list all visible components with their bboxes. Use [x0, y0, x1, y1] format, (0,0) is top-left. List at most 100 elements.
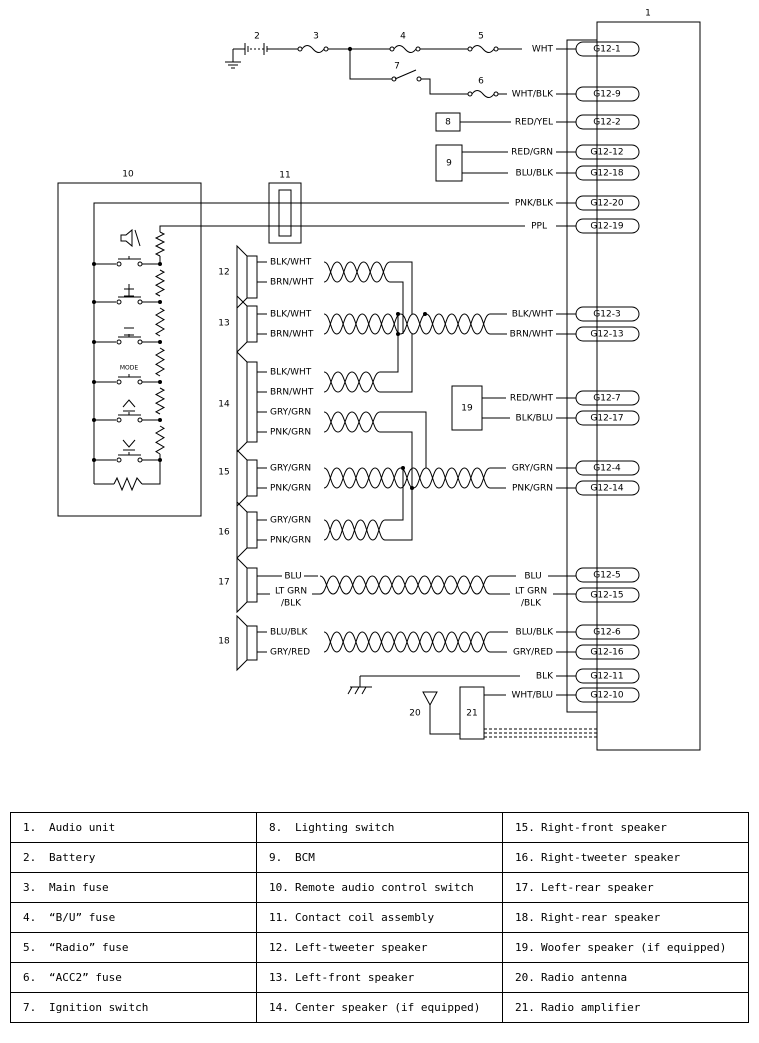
legend-number: 13. — [269, 971, 289, 984]
twisted-pair — [323, 411, 381, 433]
connector-pin-label: G12-13 — [590, 330, 623, 340]
legend-text: Right-rear speaker — [541, 911, 661, 924]
twisted-pair — [323, 371, 381, 393]
legend-text: Left-tweeter speaker — [295, 941, 428, 954]
contact-coil-box — [268, 182, 302, 244]
component-number: 14 — [218, 400, 230, 410]
legend-text: Woofer speaker (if equipped) — [541, 941, 727, 954]
component-number: 16 — [218, 528, 230, 538]
wire-color-label: GRY/GRN — [270, 516, 311, 526]
wire-color-label: BRN/WHT — [270, 330, 314, 340]
legend-number: 14. — [269, 1001, 289, 1014]
legend-text: BCM — [295, 851, 315, 864]
legend-cell: 14.Center speaker (if equipped) — [256, 992, 503, 1023]
component-number: 9 — [446, 159, 452, 169]
switch-contact — [116, 261, 122, 267]
ground-symbol — [347, 686, 353, 695]
legend-cell: 3.Main fuse — [10, 872, 257, 903]
acc2-fuse — [471, 90, 495, 98]
connector-pin-label: G12-16 — [590, 648, 623, 658]
wire-line — [380, 411, 427, 468]
wire-color-label: PNK/BLK — [515, 199, 554, 209]
legend-cell: 15.Right-front speaker — [502, 812, 749, 843]
legend-text: Right-tweeter speaker — [541, 851, 681, 864]
component-number: 4 — [400, 32, 406, 42]
switch-contact — [137, 261, 143, 267]
wire-color-label: PNK/GRN — [512, 484, 553, 494]
pnk-blk-wire — [93, 202, 509, 262]
component-number: 15 — [218, 468, 229, 478]
wire-color-label: BLK — [536, 672, 554, 682]
wire-color-label: RED/WHT — [510, 394, 554, 404]
ppl-wire — [159, 225, 525, 232]
ignition-switch — [394, 69, 417, 80]
seek-up-icon — [122, 399, 136, 412]
legend-number: 4. — [23, 911, 37, 924]
legend-number: 5. — [23, 941, 37, 954]
resistor — [155, 347, 165, 377]
legend-number: 11. — [269, 911, 289, 924]
connector-pin-label: G12-15 — [590, 591, 623, 601]
legend-text: Main fuse — [49, 881, 109, 894]
junction-dot — [92, 340, 96, 344]
connector-pin-label: G12-19 — [590, 222, 623, 232]
wire-color-label: WHT/BLK — [512, 90, 554, 100]
wire-color-label: BRN/WHT — [510, 330, 554, 340]
junction-dot — [158, 300, 162, 304]
wire-color-label: GRY/RED — [270, 648, 310, 658]
ignition-switch — [416, 76, 422, 82]
legend-text: Radio amplifier — [541, 1001, 641, 1014]
switch-contact — [116, 299, 122, 305]
legend-text: Battery — [49, 851, 96, 864]
legend-cell: 11.Contact coil assembly — [256, 902, 503, 933]
bu-fuse — [415, 46, 421, 52]
wire-color-label: BLU/BLK — [516, 169, 555, 179]
switch-contact — [137, 457, 143, 463]
component-number: 8 — [445, 118, 451, 128]
wire-color-label: WHT/BLU — [511, 691, 553, 701]
component-number: 17 — [218, 578, 229, 588]
component-number: 18 — [218, 637, 230, 647]
legend-cell: 17.Left-rear speaker — [502, 872, 749, 903]
speaker-center — [246, 361, 258, 443]
wire-color-label: PNK/GRN — [270, 536, 311, 546]
twisted-pairs — [319, 261, 491, 653]
connector-pin-label: G12-14 — [590, 484, 623, 494]
radio-fuse — [493, 46, 499, 52]
twisted-pair — [323, 411, 381, 433]
speaker-right-tweeter — [246, 511, 258, 549]
bcm-box — [435, 144, 463, 182]
legend-number: 12. — [269, 941, 289, 954]
twisted-pair — [323, 371, 381, 393]
wire-line — [380, 314, 399, 373]
wire-color-label: LT GRN — [515, 587, 547, 597]
legend-text: Left-front speaker — [295, 971, 415, 984]
component-number: 5 — [478, 32, 484, 42]
ignition-branch — [349, 49, 392, 80]
connector-pin — [575, 567, 640, 583]
connector-pin-label: G12-10 — [590, 691, 623, 701]
legend-number: 1. — [23, 821, 37, 834]
resistor — [113, 476, 143, 492]
legend-text: “Radio” fuse — [49, 941, 129, 954]
bu-fuse — [389, 46, 395, 52]
woofer-box — [451, 385, 483, 431]
legend-text: Lighting switch — [295, 821, 395, 834]
speaker-right-rear — [246, 625, 258, 661]
legend-cell: 5. “Radio” fuse — [10, 932, 257, 963]
legend-cell: 10.Remote audio control switch — [256, 872, 503, 903]
wire-color-label: BRN/WHT — [270, 388, 314, 398]
junction-dot — [92, 418, 96, 422]
junction-dot — [92, 300, 96, 304]
wire-color-label: BLU — [524, 572, 541, 582]
component-number: 21 — [466, 709, 477, 719]
wire-color-label: /BLK — [521, 599, 542, 609]
switch-contact — [116, 379, 122, 385]
component-number: 6 — [478, 77, 484, 87]
wire-color-label: BLK/WHT — [512, 310, 554, 320]
radio-fuse — [467, 46, 473, 52]
resistor — [154, 387, 166, 415]
wire-color-label: BLK/WHT — [270, 368, 312, 378]
legend-number: 7. — [23, 1001, 37, 1014]
